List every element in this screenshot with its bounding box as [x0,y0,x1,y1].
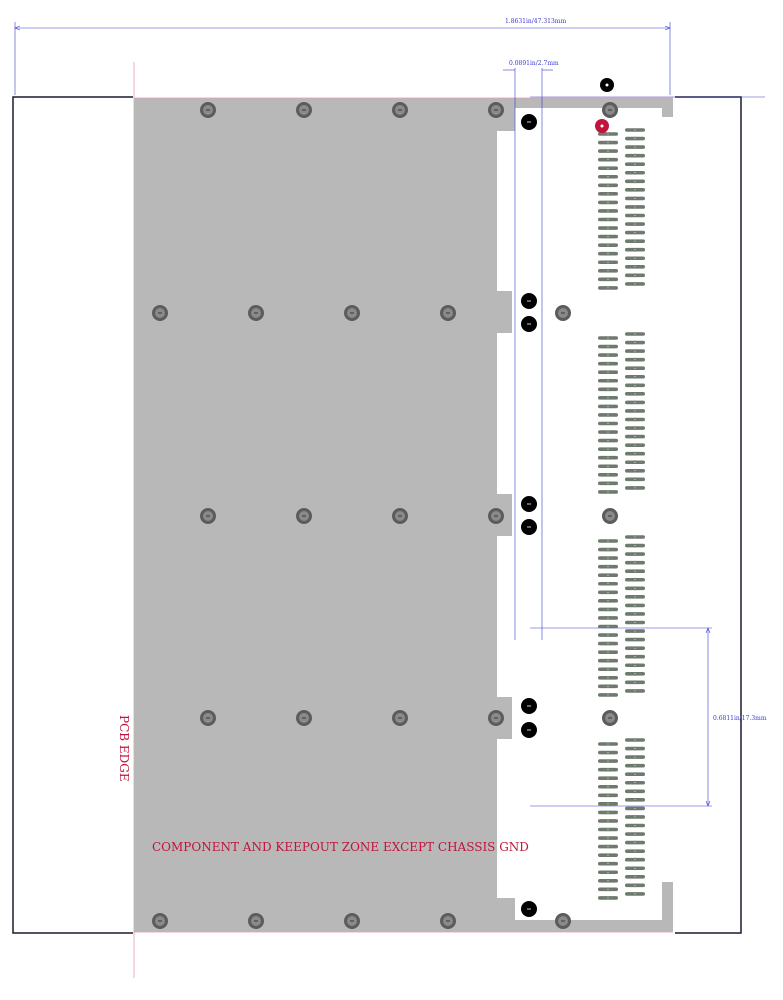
mounting-via-icon [344,305,360,321]
drill-hole-icon [521,316,537,332]
dimension-overall-width-label: 1.8631in/47.313mm [505,18,566,25]
connector-pads [598,128,645,900]
mounting-via-icon [248,305,264,321]
drill-hole-icon [521,519,537,535]
mounting-via-icon [392,102,408,118]
mounting-via-icon [296,508,312,524]
mounting-via-icon [440,305,456,321]
keepout-zone-label: COMPONENT AND KEEPOUT ZONE EXCEPT CHASSI… [152,840,529,854]
drill-hole-icon [521,114,537,130]
board-outline-left [12,96,133,934]
mounting-via-icon [152,305,168,321]
dimension-section-height-label: 0.6811in/17.3mm [713,715,767,722]
mounting-via-icon [200,102,216,118]
mounting-via-icon [296,102,312,118]
mounting-via-icon [248,913,264,929]
mounting-via-icon [440,913,456,929]
drill-hole-icon [521,496,537,512]
mounting-via-icon [392,710,408,726]
mounting-via-icon [602,508,618,524]
drill-hole-icon [521,293,537,309]
pcb-edge-label: PCB EDGE [117,715,131,782]
mounting-via-icon [602,710,618,726]
pin1-icon [595,119,609,133]
mounting-via-icon [602,102,618,118]
mounting-via-icon [488,102,504,118]
mounting-via-icon [488,508,504,524]
board-outline-right [675,96,742,934]
drill-hole-icon [521,722,537,738]
mounting-via-icon [344,913,360,929]
fiducial-icon [600,78,614,92]
mounting-via-icon [200,710,216,726]
dimension-overall-width: 1.8631in/47.313mm [14,18,671,95]
drill-hole-icon [521,698,537,714]
mounting-via-icon [296,710,312,726]
mounting-via-icon [488,710,504,726]
dimension-slot-width-label: 0.0891in/2.7mm [509,60,559,67]
mounting-via-icon [392,508,408,524]
mounting-via-icon [200,508,216,524]
black-holes [521,114,537,917]
drill-hole-icon [521,901,537,917]
mounting-via-icon [555,305,571,321]
mounting-via-icon [555,913,571,929]
mounting-via-icon [152,913,168,929]
dimension-slot-width: 0.0891in/2.7mm [503,60,559,640]
mounting-vias [152,102,618,929]
dimension-section-height: 0.6811in/17.3mm [530,627,767,807]
